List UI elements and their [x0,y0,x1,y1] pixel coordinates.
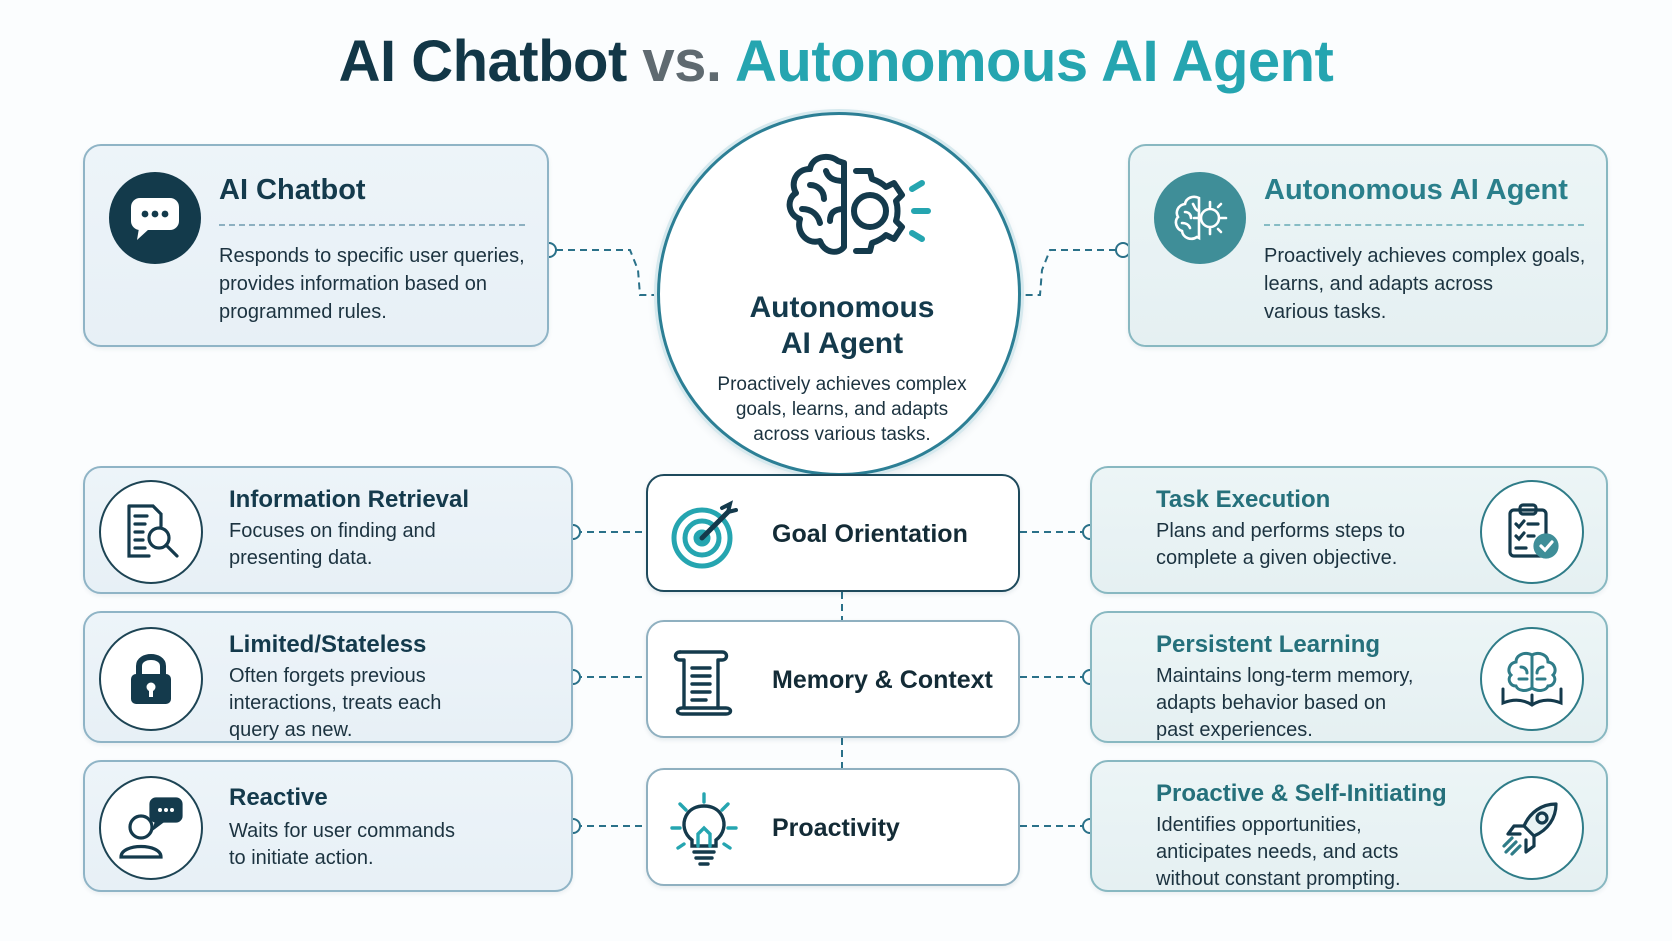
title-vs: vs. [642,29,722,94]
center-desc: Proactively achieves complex goals, lear… [717,374,967,445]
page-title: AI Chatbot vs. Autonomous AI Agent [0,28,1672,95]
chatbot-row1-title: Information Retrieval [229,486,470,513]
chatbot-row1-desc: Focuses on finding and presenting data. [229,520,436,569]
dimension-proactivity: Proactivity [646,768,1020,886]
agent-persistent-learning-card: Persistent Learning Maintains long-term … [1090,611,1608,743]
rocket-icon [1480,776,1584,880]
agent-row1-title: Task Execution [1156,486,1331,513]
agent-header-desc: Proactively achieves complex goals, lear… [1264,245,1586,323]
dimension-memory-context: Memory & Context [646,620,1020,738]
chatbot-header-title: AI Chatbot [219,174,366,206]
agent-header-card: Autonomous AI Agent Proactively achieves… [1128,144,1608,347]
chatbot-row3-title: Reactive [229,784,328,811]
clipboard-check-icon [1480,480,1584,584]
target-icon [671,500,738,569]
title-chatbot: AI Chatbot [338,29,628,94]
agent-header-title: Autonomous AI Agent [1264,174,1568,206]
center-agent-circle: Autonomous AI Agent Proactively achieves… [657,112,1021,476]
chatbot-header-card: AI Chatbot Responds to specific user que… [83,144,549,347]
chatbot-reactive-card: Reactive Waits for user commands to init… [83,760,573,892]
chatbot-row2-desc: Often forgets previous interactions, tre… [229,665,442,741]
divider [1264,224,1584,226]
dimension-label: Memory & Context [772,666,993,694]
agent-row1-desc: Plans and performs steps to complete a g… [1156,520,1406,569]
title-agent: Autonomous AI Agent [735,29,1334,94]
chatbot-information-retrieval-card: Information Retrieval Focuses on finding… [83,466,573,594]
agent-row3-desc: Identifies opportunities, anticipates ne… [1156,814,1401,890]
chatbot-header-desc: Responds to specific user queries, provi… [219,245,525,323]
dimension-goal-orientation: Goal Orientation [646,474,1020,592]
brain-gear-icon [786,153,931,255]
dimension-label: Proactivity [772,814,900,842]
dimension-label: Goal Orientation [772,520,968,548]
agent-row3-title: Proactive & Self-Initiating [1156,780,1447,807]
agent-task-execution-card: Task Execution Plans and performs steps … [1090,466,1608,594]
chat-bubble-icon [109,172,201,264]
lightbulb-icon [670,792,738,866]
lock-icon [99,627,203,731]
connector-chatbot-center [556,249,656,296]
center-title: Autonomous AI Agent [749,291,935,360]
document-search-icon [99,480,203,584]
chatbot-row3-desc: Waits for user commands to initiate acti… [229,820,455,869]
agent-proactive-card: Proactive & Self-Initiating Identifies o… [1090,760,1608,892]
user-chat-icon [99,776,203,880]
chatbot-limited-stateless-card: Limited/Stateless Often forgets previous… [83,611,573,743]
scroll-icon [673,650,733,716]
agent-row2-desc: Maintains long-term memory, adapts behav… [1156,665,1414,741]
brain-book-icon [1480,627,1584,731]
agent-row2-title: Persistent Learning [1156,631,1381,658]
divider [219,224,525,226]
chatbot-row2-title: Limited/Stateless [229,631,427,658]
brain-gear-icon [1154,172,1246,264]
connector-agent-center [1022,249,1116,296]
